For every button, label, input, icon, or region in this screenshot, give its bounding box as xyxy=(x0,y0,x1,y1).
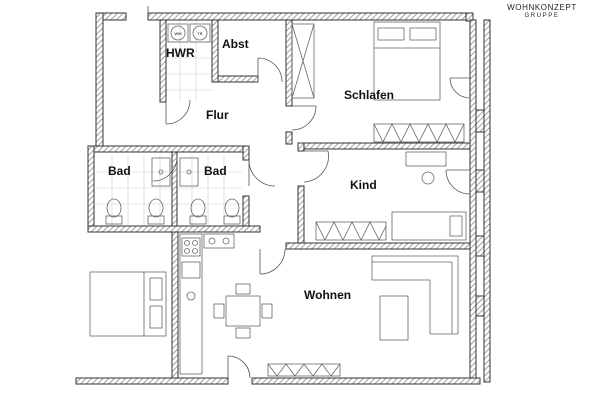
single-bed xyxy=(391,211,467,241)
coffee-table xyxy=(379,295,409,341)
shower-right xyxy=(179,157,199,187)
brand-name: WOHNKONZEPT xyxy=(507,3,577,12)
toilet-left xyxy=(105,198,123,225)
room-label-kind: Kind xyxy=(350,178,377,192)
toilet-right xyxy=(189,198,207,225)
tv-board xyxy=(267,363,341,377)
door-swings xyxy=(147,6,471,379)
room-label-bad-right: Bad xyxy=(204,164,227,178)
room-label-abst: Abst xyxy=(222,37,249,51)
brand-logo: WOHNKONZEPT GRUPPE xyxy=(486,3,598,19)
double-bed xyxy=(373,21,441,101)
washer-label: WM xyxy=(174,31,181,36)
dining-table xyxy=(213,283,273,339)
bed-lower-left xyxy=(89,271,167,337)
sink-left xyxy=(147,198,165,225)
kind-wardrobe xyxy=(315,221,387,241)
kind-desk xyxy=(405,151,447,185)
room-label-hwr: HWR xyxy=(166,46,195,60)
room-label-schlafen: Schlafen xyxy=(344,88,394,102)
dryer-label: TR xyxy=(197,31,202,36)
brand-subtitle: GRUPPE xyxy=(524,13,560,19)
dryer: TR xyxy=(189,23,211,43)
sofa xyxy=(371,255,459,335)
schlafen-wardrobe xyxy=(291,23,315,99)
sink-right xyxy=(223,198,241,225)
kitchen-counter xyxy=(179,233,203,375)
hwr-floor-tiles xyxy=(166,20,214,100)
schlafen-dresser xyxy=(373,123,465,143)
kitchen-upper-shelf xyxy=(203,233,235,249)
shower-left xyxy=(151,157,171,187)
room-label-wohnen: Wohnen xyxy=(304,288,351,302)
room-label-bad-left: Bad xyxy=(108,164,131,178)
room-label-flur: Flur xyxy=(206,108,229,122)
washing-machine: WM xyxy=(167,23,189,43)
walls xyxy=(75,12,491,385)
